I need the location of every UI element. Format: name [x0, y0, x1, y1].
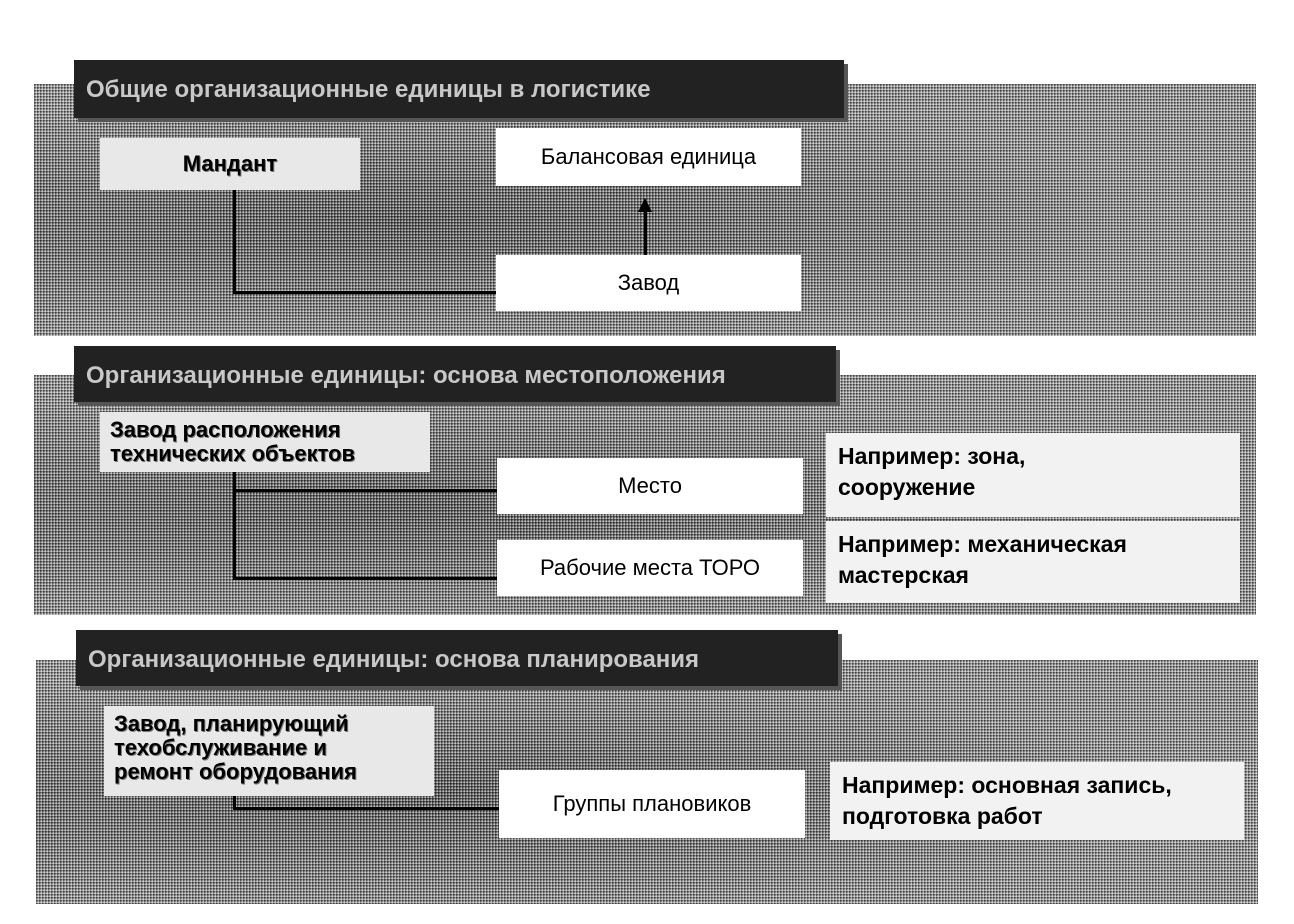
planning-plant-box: Завод, планирующий техобслуживание и рем… — [104, 706, 434, 796]
company-code-box: Балансовая единица — [496, 128, 801, 186]
section-logistics-header: Общие организационные единицы в логистик… — [74, 60, 844, 118]
location-example: Например: зона, сооружение — [826, 433, 1240, 517]
maintenance-workcenter-box: Рабочие места ТОРО — [497, 540, 803, 596]
connector-pplant-to-planner-group — [233, 807, 499, 810]
connector-mplant-to-workcenter — [233, 577, 497, 580]
connector-pplant-vertical — [233, 796, 236, 810]
location-box: Место — [497, 458, 803, 514]
plant-box: Завод — [496, 255, 801, 311]
workcenter-example: Например: механическая мастерская — [826, 521, 1240, 603]
planner-group-box: Группы плановиков — [499, 770, 805, 838]
arrow-plant-to-company-code-head — [638, 198, 652, 212]
section-location-header: Организационные единицы: основа местопол… — [74, 346, 836, 402]
client-box: Мандант — [100, 138, 360, 190]
connector-client-vertical — [233, 190, 236, 294]
connector-mplant-vertical — [233, 472, 236, 580]
arrow-plant-to-company-code-shaft — [644, 210, 647, 256]
planner-group-example: Например: основная запись, подготовка ра… — [830, 762, 1244, 840]
section-planning-header: Организационные единицы: основа планиров… — [76, 630, 838, 686]
connector-mplant-to-location — [233, 489, 497, 492]
maintenance-plant-box: Завод расположения технических объектов — [100, 412, 430, 472]
connector-client-to-plant — [233, 291, 497, 294]
